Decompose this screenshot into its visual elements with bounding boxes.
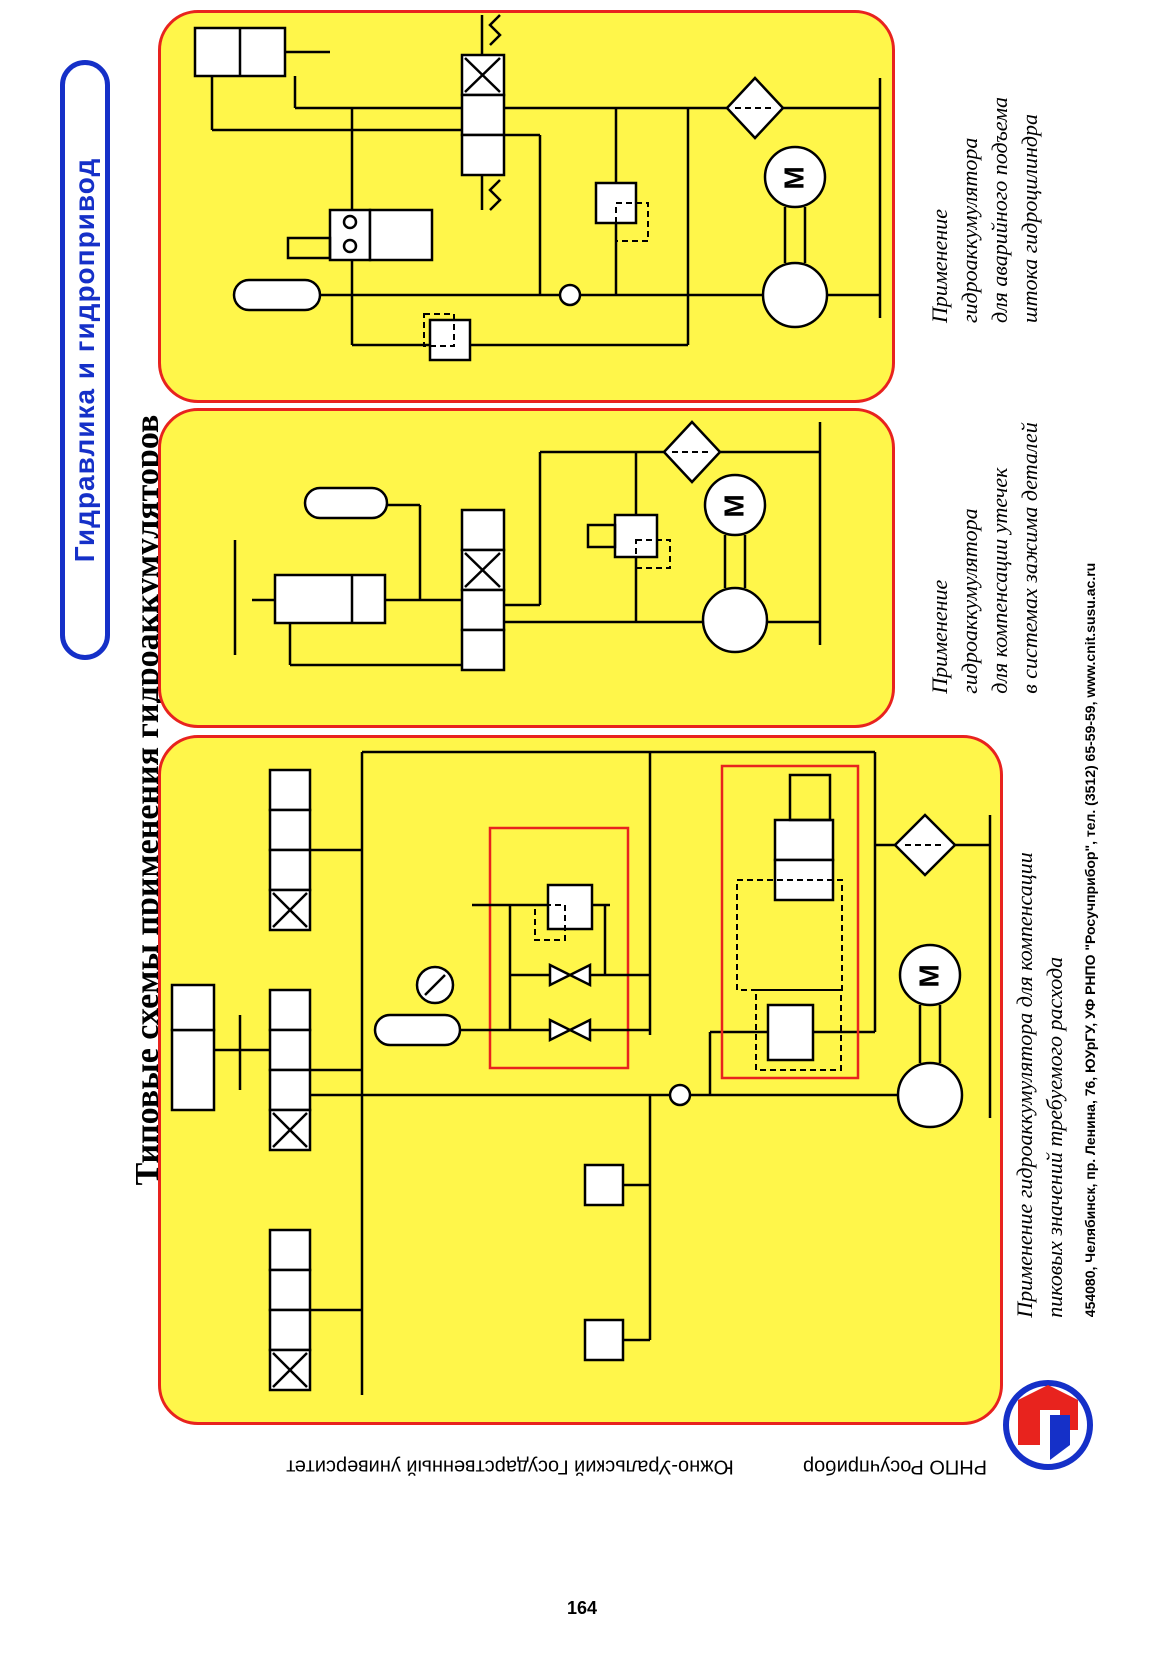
page-number: 164	[566, 1598, 598, 1618]
caption-panel-3-line2: гидроаккумулятора	[957, 137, 982, 324]
footer-university: Южно-Уральский Государственный университ…	[286, 1455, 734, 1478]
caption-panel-2: Применение гидроаккумулятора для компенс…	[925, 422, 1045, 694]
accumulator-2	[303, 486, 389, 520]
cylinder-1	[170, 1028, 216, 1112]
schematic-peak-flow	[170, 750, 992, 1395]
section-header-pill	[60, 60, 110, 660]
caption-panel-3-line3: для аварийного подъема	[987, 96, 1012, 324]
accumulator-1	[373, 1013, 462, 1047]
caption-panel-3: Применение гидроаккумулятора для аварийн…	[925, 97, 1045, 323]
motor-label-3: M	[778, 166, 810, 190]
schematic-leak-compensation	[233, 420, 822, 672]
caption-panel-2-line1: Применение	[927, 579, 952, 694]
panel-leak-compensation	[158, 408, 895, 728]
caption-panel-2-line3: для компенсации утечек	[987, 467, 1012, 694]
motor-label-2: M	[718, 494, 750, 518]
caption-panel-2-line2: гидроаккумулятора	[957, 508, 982, 694]
footer-rnpo: РНПО Росучприбор	[802, 1455, 988, 1478]
accumulator-3	[232, 278, 322, 312]
caption-panel-2-line4: в системах зажима деталей	[1017, 422, 1042, 694]
caption-panel-3-line1: Применение	[927, 208, 952, 324]
caption-panel-1-line2: пиковых значений требуемого расхода	[1042, 956, 1067, 1318]
footer-address: 454080, Челябинск, пр. Ленина, 76, ЮУрГУ…	[1082, 562, 1098, 1318]
motor-label-1: M	[913, 964, 945, 988]
caption-panel-1-line1: Применение гидроаккумулятора для компенс…	[1012, 852, 1037, 1318]
caption-panel-3-line4: штока гидроцилиндра	[1017, 113, 1042, 324]
cylinder-2	[273, 573, 387, 625]
caption-panel-1: Применение гидроаккумулятора для компенс…	[1010, 852, 1070, 1317]
rnpo-logo	[1003, 1380, 1093, 1470]
schematic-emergency-lift	[193, 14, 882, 362]
